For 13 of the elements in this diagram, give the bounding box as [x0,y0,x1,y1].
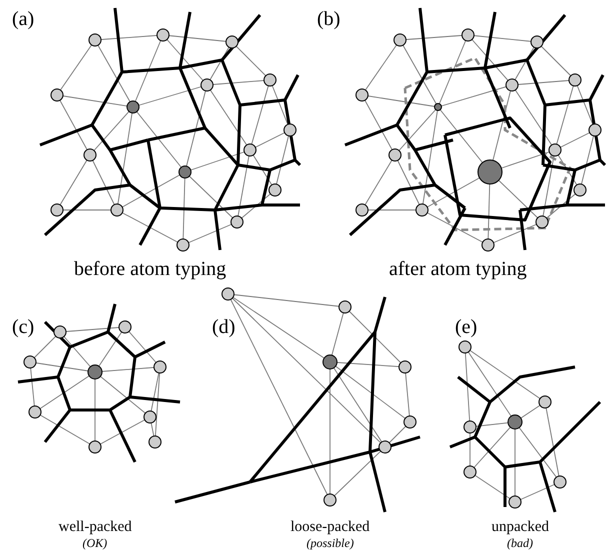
caption: after atom typing [389,258,527,281]
caption: before atom typing [74,258,226,281]
panel-label: (b) [317,8,340,31]
note: (possible) [306,536,354,551]
panel-label: (e) [455,316,478,339]
panel-label: (a) [12,8,34,31]
caption: loose-packed [290,519,370,536]
caption: unpacked [492,519,549,536]
panel-label: (c) [12,316,34,339]
note: (OK) [82,536,108,551]
note: (bad) [507,536,533,551]
panel-label: (d) [212,316,236,339]
caption: well-packed [58,519,132,536]
